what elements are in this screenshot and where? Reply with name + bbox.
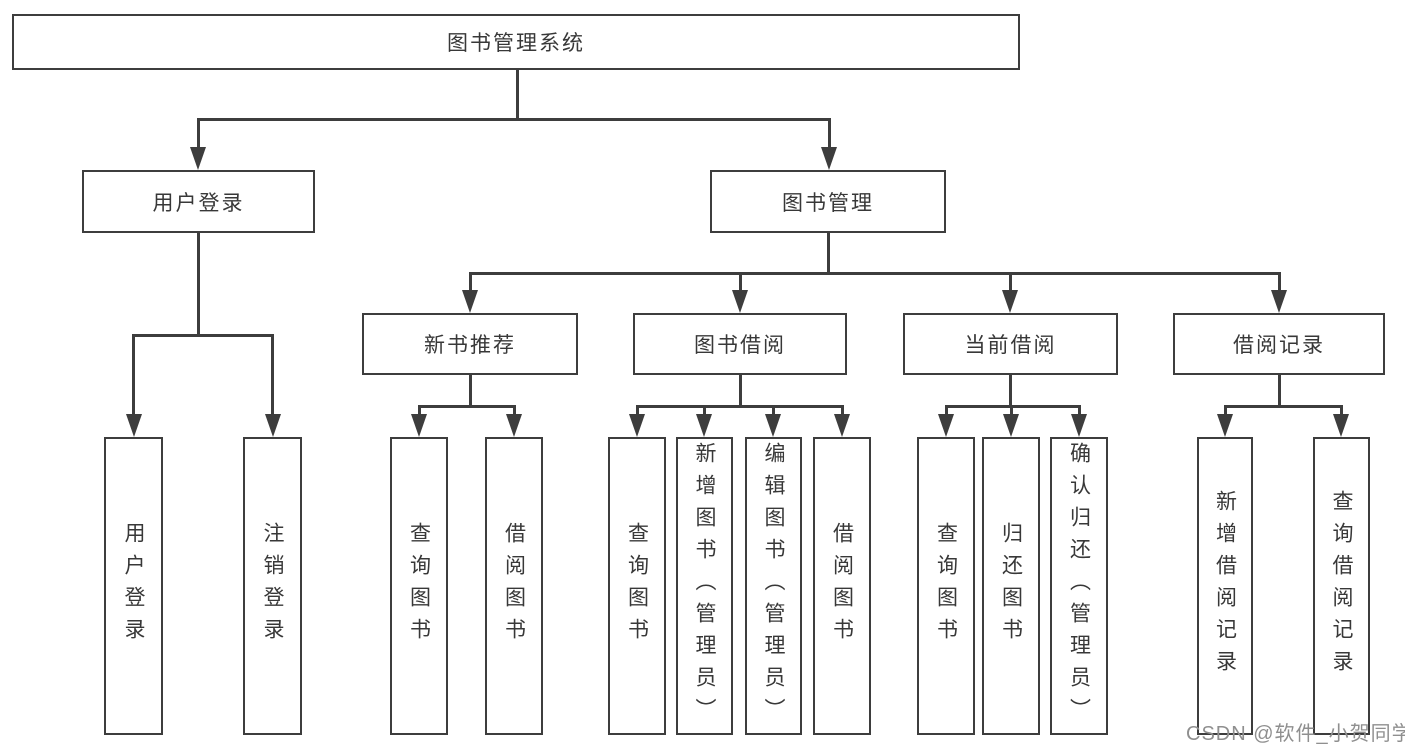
connector-line [1009, 272, 1012, 294]
connector-line [1224, 405, 1227, 416]
connector-line [132, 334, 135, 417]
connector-line [739, 272, 742, 294]
leaf-label: 查询图书 [407, 522, 431, 650]
node-user-login: 用户登录 [82, 170, 315, 233]
arrow-down-icon [1003, 414, 1019, 437]
node-new-book-recommend: 新书推荐 [362, 313, 578, 375]
arrow-down-icon [506, 414, 522, 437]
connector-line [271, 334, 274, 417]
arrow-down-icon [1271, 290, 1287, 313]
arrow-down-icon [834, 414, 850, 437]
connector-line [1225, 405, 1342, 408]
arrow-down-icon [126, 414, 142, 437]
leaf-query-books-borrow: 查询图书 [608, 437, 666, 735]
connector-line [1010, 405, 1013, 416]
arrow-down-icon [629, 414, 645, 437]
node-label: 图书管理 [782, 191, 874, 215]
connector-line [636, 405, 639, 416]
leaf-label: 确认归还（管理员） [1067, 442, 1091, 730]
connector-line [469, 272, 472, 294]
leaf-label: 新增图书（管理员） [693, 442, 716, 730]
connector-line [703, 405, 706, 416]
connector-line [1009, 375, 1012, 407]
leaf-return-book: 归还图书 [982, 437, 1040, 735]
node-borrow-records: 借阅记录 [1173, 313, 1385, 375]
leaf-label: 新增借阅记录 [1213, 490, 1237, 682]
arrow-down-icon [411, 414, 427, 437]
leaf-add-borrow-record: 新增借阅记录 [1197, 437, 1253, 735]
node-label: 新书推荐 [424, 334, 516, 357]
connector-line [739, 375, 742, 407]
node-book-management: 图书管理 [710, 170, 946, 233]
connector-line [946, 405, 1080, 408]
arrow-down-icon [1217, 414, 1233, 437]
connector-line [198, 118, 830, 121]
leaf-label: 注销登录 [261, 522, 284, 650]
leaf-borrow-books-recommend: 借阅图书 [485, 437, 543, 735]
leaf-label: 借阅图书 [502, 522, 526, 650]
arrow-down-icon [1002, 290, 1018, 313]
arrow-down-icon [1071, 414, 1087, 437]
leaf-user-login: 用户登录 [104, 437, 163, 735]
leaf-add-book-admin: 新增图书（管理员） [676, 437, 733, 735]
leaf-label: 归还图书 [999, 522, 1023, 650]
connector-line [513, 405, 516, 416]
node-label: 当前借阅 [964, 334, 1057, 357]
connector-line [1340, 405, 1343, 416]
connector-line [772, 405, 775, 416]
leaf-label: 编辑图书（管理员） [762, 442, 785, 730]
connector-line [1278, 272, 1281, 294]
connector-line [827, 233, 830, 274]
arrow-down-icon [190, 147, 206, 170]
leaf-confirm-return-admin: 确认归还（管理员） [1050, 437, 1108, 735]
node-label: 图书借阅 [694, 334, 786, 357]
connector-line [945, 405, 948, 416]
arrow-down-icon [696, 414, 712, 437]
leaf-borrow-books: 借阅图书 [813, 437, 871, 735]
arrow-down-icon [462, 290, 478, 313]
node-current-borrow: 当前借阅 [903, 313, 1118, 375]
leaf-query-books-recommend: 查询图书 [390, 437, 448, 735]
arrow-down-icon [732, 290, 748, 313]
node-label: 图书管理系统 [447, 32, 585, 55]
connector-line [469, 375, 472, 407]
connector-line [470, 272, 1280, 275]
leaf-label: 用户登录 [122, 522, 145, 650]
connector-line [133, 334, 273, 337]
connector-line [197, 233, 200, 335]
connector-line [418, 405, 421, 416]
arrow-down-icon [1333, 414, 1349, 437]
node-label: 借阅记录 [1233, 334, 1325, 357]
node-root: 图书管理系统 [12, 14, 1020, 70]
connector-line [1278, 375, 1281, 407]
node-book-borrow: 图书借阅 [633, 313, 847, 375]
connector-line [841, 405, 844, 416]
watermark: CSDN @软件_小贺同学 [1186, 723, 1405, 745]
arrow-down-icon [765, 414, 781, 437]
leaf-label: 查询借阅记录 [1330, 490, 1353, 682]
arrow-down-icon [265, 414, 281, 437]
connector-line [419, 405, 515, 408]
connector-line [828, 118, 831, 150]
connector-line [1078, 405, 1081, 416]
connector-line [637, 405, 842, 408]
leaf-logout: 注销登录 [243, 437, 302, 735]
arrow-down-icon [821, 147, 837, 170]
leaf-query-books-current: 查询图书 [917, 437, 975, 735]
arrow-down-icon [938, 414, 954, 437]
node-label: 用户登录 [152, 191, 245, 215]
leaf-label: 借阅图书 [830, 522, 854, 650]
leaf-label: 查询图书 [625, 522, 649, 650]
connector-line [516, 70, 519, 118]
connector-line [197, 118, 200, 150]
leaf-edit-book-admin: 编辑图书（管理员） [745, 437, 802, 735]
leaf-query-borrow-record: 查询借阅记录 [1313, 437, 1370, 735]
leaf-label: 查询图书 [934, 522, 958, 650]
